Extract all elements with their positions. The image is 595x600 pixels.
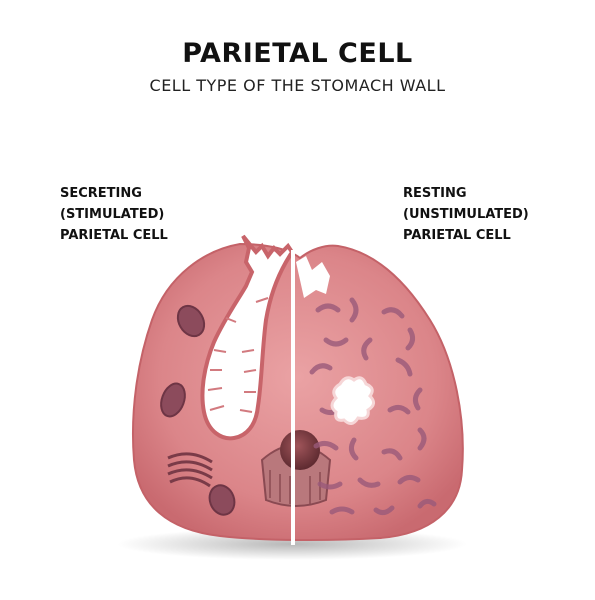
diagram-subtitle: CELL TYPE OF THE STOMACH WALL bbox=[149, 76, 446, 95]
nucleus-and-er bbox=[260, 430, 332, 507]
mitochondrion bbox=[160, 382, 186, 418]
tubulovesicles bbox=[309, 297, 437, 516]
cell-body bbox=[131, 242, 464, 542]
nucleus bbox=[280, 430, 320, 470]
resting-label-line-2: (UNSTIMULATED) bbox=[403, 207, 529, 222]
secreting-label-line-3: PARIETAL CELL bbox=[60, 228, 168, 243]
resting-canaliculus bbox=[330, 376, 375, 425]
apical-notch bbox=[296, 256, 330, 298]
secreting-cell-label: SECRETING (STIMULATED) PARIETAL CELL bbox=[60, 183, 168, 246]
mitochondrion bbox=[208, 484, 236, 516]
diagram-title: PARIETAL CELL bbox=[182, 38, 413, 69]
microvilli bbox=[207, 297, 269, 413]
resting-label-line-1: RESTING bbox=[403, 186, 467, 201]
secreting-label-line-1: SECRETING bbox=[60, 186, 142, 201]
resting-label-line-3: PARIETAL CELL bbox=[403, 228, 511, 243]
mitochondrion bbox=[176, 304, 206, 338]
secretory-canaliculus bbox=[200, 234, 295, 441]
resting-cell-label: RESTING (UNSTIMULATED) PARIETAL CELL bbox=[403, 183, 529, 246]
secreting-label-line-2: (STIMULATED) bbox=[60, 207, 165, 222]
golgi-apparatus bbox=[167, 452, 213, 488]
